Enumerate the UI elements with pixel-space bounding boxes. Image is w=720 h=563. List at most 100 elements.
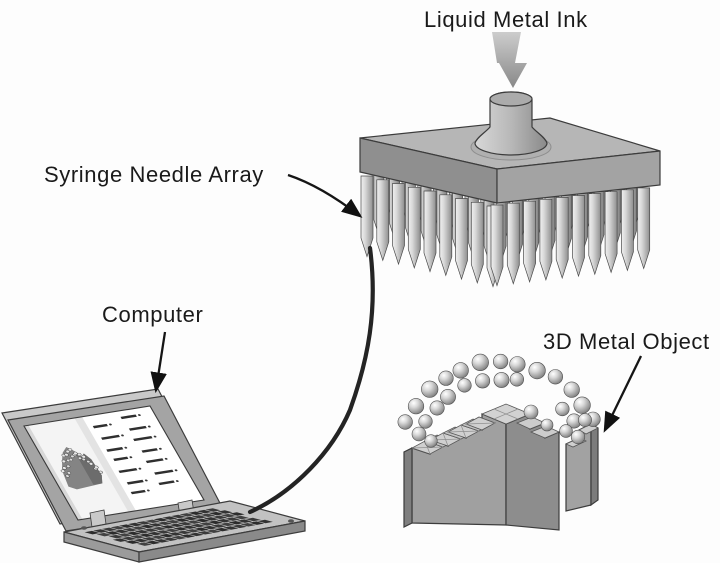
keyboard-key bbox=[185, 529, 201, 533]
metal-droplet bbox=[440, 388, 456, 405]
keyboard-key bbox=[186, 520, 202, 524]
code-line-mark bbox=[144, 479, 148, 482]
laptop-illustration bbox=[1, 388, 306, 563]
keyboard-key bbox=[233, 515, 249, 520]
code-line-mark bbox=[138, 414, 141, 417]
preview-dot bbox=[67, 448, 73, 452]
code-line-mark bbox=[174, 469, 178, 472]
keyboard-key bbox=[145, 540, 161, 545]
metal-droplet bbox=[523, 404, 539, 420]
keyboard-key bbox=[133, 538, 149, 543]
code-line-mark bbox=[153, 435, 157, 438]
object-end-pillar-side bbox=[590, 422, 599, 507]
code-line-mark bbox=[175, 480, 179, 483]
metal-droplet bbox=[509, 372, 525, 387]
keyboard-key bbox=[122, 528, 138, 532]
metal-droplet bbox=[493, 353, 509, 370]
metal-droplet-arch bbox=[397, 353, 601, 448]
preview-dot bbox=[66, 464, 71, 468]
metal-object-illustration bbox=[397, 353, 601, 531]
needle bbox=[470, 201, 484, 285]
keyboard-key bbox=[224, 517, 241, 521]
keyboard-key bbox=[112, 538, 128, 542]
code-line-mark bbox=[138, 467, 142, 470]
metal-droplet bbox=[421, 380, 439, 398]
metal-droplet bbox=[411, 426, 427, 442]
needle bbox=[439, 194, 453, 277]
keyboard-key bbox=[147, 531, 163, 536]
needle bbox=[572, 195, 585, 278]
code-line bbox=[92, 423, 108, 429]
metal-droplet bbox=[438, 370, 454, 386]
keyboard-key bbox=[159, 533, 175, 538]
needle bbox=[407, 186, 421, 270]
keyboard-key bbox=[207, 520, 223, 525]
metal-droplet bbox=[493, 372, 510, 388]
metal-droplet bbox=[563, 381, 580, 398]
preview-dot bbox=[64, 453, 69, 457]
code-line-mark bbox=[129, 456, 133, 459]
laptop-base-front-right bbox=[138, 520, 306, 563]
metal-droplet bbox=[559, 424, 573, 438]
preview-dot bbox=[86, 460, 91, 464]
keyboard-key bbox=[105, 531, 121, 535]
needle bbox=[490, 204, 504, 287]
keyboard-key bbox=[125, 531, 142, 536]
keyboard-key bbox=[205, 508, 221, 512]
metal-droplet bbox=[578, 413, 592, 427]
keyboard-key bbox=[212, 515, 228, 519]
keyboard-key bbox=[131, 526, 147, 530]
ink-flow-arrow bbox=[492, 32, 527, 88]
keyboard-key bbox=[249, 521, 265, 525]
metal-droplet bbox=[471, 353, 489, 372]
code-line bbox=[130, 489, 146, 495]
metal-droplet bbox=[418, 414, 433, 429]
keyboard-key bbox=[190, 523, 206, 528]
keyboard-key bbox=[188, 511, 204, 515]
keyboard-key bbox=[205, 529, 222, 533]
label-syringe-needle-array: Syringe Needle Array bbox=[44, 162, 264, 187]
keyboard-key bbox=[162, 516, 178, 520]
control-cable bbox=[247, 245, 375, 515]
keyboard-key bbox=[119, 524, 135, 528]
code-line-mark bbox=[147, 425, 151, 428]
keyboard-key bbox=[211, 524, 227, 528]
keyboard-key bbox=[228, 521, 244, 525]
needle bbox=[423, 190, 437, 273]
keyboard-key bbox=[84, 530, 100, 535]
keyboard-key bbox=[96, 532, 112, 537]
code-line bbox=[158, 480, 175, 486]
needle bbox=[455, 198, 468, 281]
keyboard-key bbox=[202, 525, 218, 530]
code-line bbox=[145, 458, 164, 464]
metal-droplet bbox=[429, 400, 445, 416]
keyboard-key bbox=[134, 530, 150, 534]
keyboard-key bbox=[191, 515, 207, 519]
keyboard-key bbox=[193, 527, 210, 531]
code-line bbox=[106, 447, 124, 452]
keyboard-key bbox=[216, 519, 232, 523]
keyboard-key bbox=[148, 523, 164, 527]
keyboard-key bbox=[153, 517, 169, 522]
metal-droplet bbox=[475, 373, 491, 389]
keyboard-key bbox=[196, 509, 213, 514]
needle bbox=[555, 197, 569, 280]
metal-droplet bbox=[407, 398, 425, 415]
keyboard-key bbox=[214, 527, 230, 532]
label-3d-metal-object: 3D Metal Object bbox=[543, 329, 710, 354]
metal-droplet bbox=[528, 362, 546, 380]
keyboard-key bbox=[197, 531, 213, 535]
keyboard-key bbox=[231, 524, 247, 529]
code-line-mark bbox=[124, 446, 128, 449]
preview-dot bbox=[62, 466, 67, 470]
keyboard-key bbox=[110, 526, 126, 530]
syringe-needle-array-illustration bbox=[359, 32, 661, 288]
keyboard-key bbox=[139, 524, 155, 529]
metal-droplet bbox=[424, 434, 438, 448]
code-line-mark bbox=[164, 457, 168, 460]
keyboard-key bbox=[155, 530, 172, 534]
keyboard-key bbox=[164, 528, 180, 533]
keyboard-key bbox=[138, 533, 154, 537]
keyboard-key bbox=[165, 519, 181, 524]
